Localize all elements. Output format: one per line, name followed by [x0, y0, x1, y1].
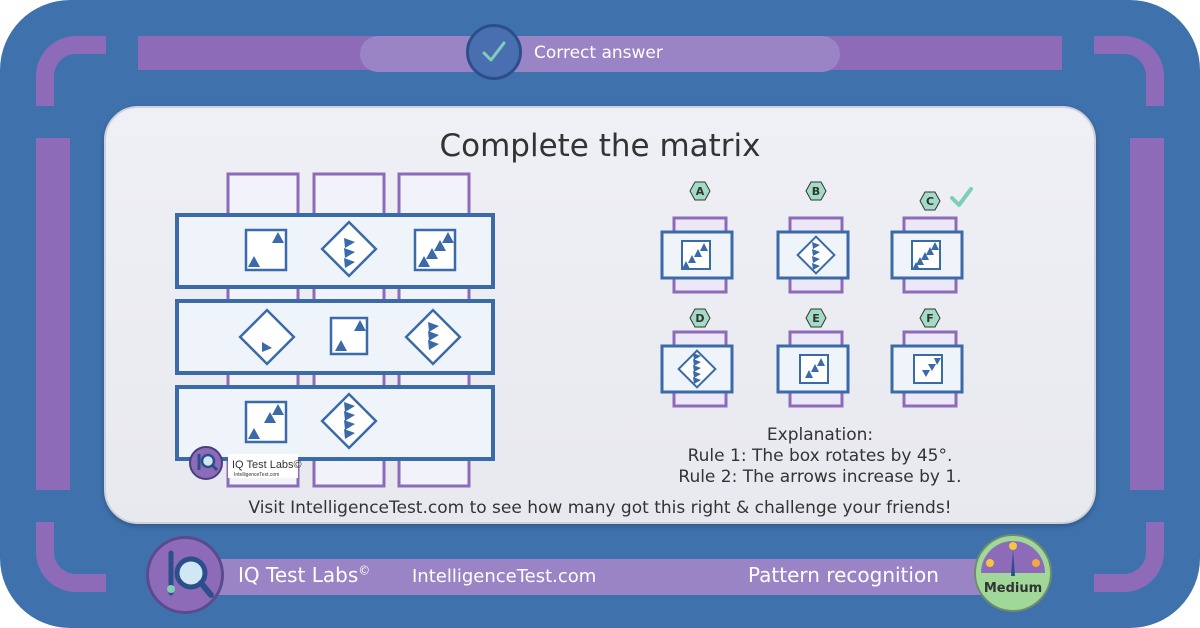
left-rail: [36, 138, 70, 490]
option-f[interactable]: F: [890, 308, 964, 408]
corner-bottom-right: [1094, 522, 1164, 592]
hard-face-icon: [1032, 559, 1040, 567]
visit-link-text[interactable]: Visit IntelligenceTest.com to see how ma…: [248, 498, 952, 518]
watermark-box: [228, 454, 298, 478]
option-b[interactable]: B: [776, 181, 850, 294]
cell-2-2: [329, 316, 369, 356]
footer-site[interactable]: IntelligenceTest.com: [412, 566, 597, 587]
option-letter: C: [926, 195, 934, 208]
footer-copyright: ©: [358, 563, 371, 578]
watermark-site: IntelligenceTest.com: [234, 472, 280, 478]
cell-2-3: [404, 308, 462, 366]
option-letter: F: [926, 312, 934, 325]
cell-1-3: [413, 228, 457, 272]
cell-2-1: [238, 308, 296, 366]
option-letter: B: [812, 185, 820, 198]
option-e[interactable]: E: [776, 308, 850, 408]
difficulty-gauge: Medium: [974, 534, 1052, 612]
footer-brand-name: IQ Test Labs: [238, 563, 359, 587]
option-a[interactable]: A: [660, 181, 734, 294]
watermark-brand: IQ Test Labs©: [232, 459, 302, 471]
corner-top-right: [1094, 36, 1164, 106]
explanation-rule-2: Rule 2: The arrows increase by 1.: [678, 467, 962, 487]
corner-top-left: [36, 36, 106, 106]
corner-bottom-left: [36, 522, 106, 592]
footer-bar: [194, 559, 1014, 595]
matrix-row-3: [175, 385, 495, 461]
explanation-heading: Explanation:: [766, 425, 874, 445]
footer-brand: IQ Test Labs©: [238, 563, 370, 587]
cell-3-2: [320, 392, 378, 450]
right-rail: [1130, 138, 1164, 490]
cell-1-1: [244, 228, 288, 272]
option-letter: E: [812, 312, 820, 325]
option-d[interactable]: D: [660, 308, 734, 408]
status-badge: [360, 36, 840, 72]
logo-icon: [146, 536, 224, 614]
answer-options: A B C D E: [660, 181, 973, 408]
gauge-needle: [1011, 550, 1015, 576]
explanation-rule-1: Rule 1: The box rotates by 45°.: [687, 446, 953, 466]
status-check-icon: [466, 24, 522, 80]
option-c[interactable]: C: [890, 187, 973, 294]
option-letter: D: [695, 312, 704, 325]
medium-face-icon: [1009, 542, 1017, 550]
status-label: Correct answer: [534, 43, 663, 63]
correct-check-icon: [950, 187, 973, 207]
option-letter: A: [696, 185, 705, 198]
watermark-logo-icon: [189, 446, 223, 480]
footer-category: Pattern recognition: [748, 563, 939, 587]
puzzle-title: Complete the matrix: [439, 128, 761, 164]
cell-3-1: [244, 400, 288, 444]
easy-face-icon: [986, 559, 994, 567]
matrix-grid: [175, 172, 495, 488]
difficulty-label: Medium: [983, 581, 1043, 596]
cell-1-2: [320, 220, 378, 278]
explanation-block: Explanation: Rule 1: The box rotates by …: [640, 425, 1000, 488]
